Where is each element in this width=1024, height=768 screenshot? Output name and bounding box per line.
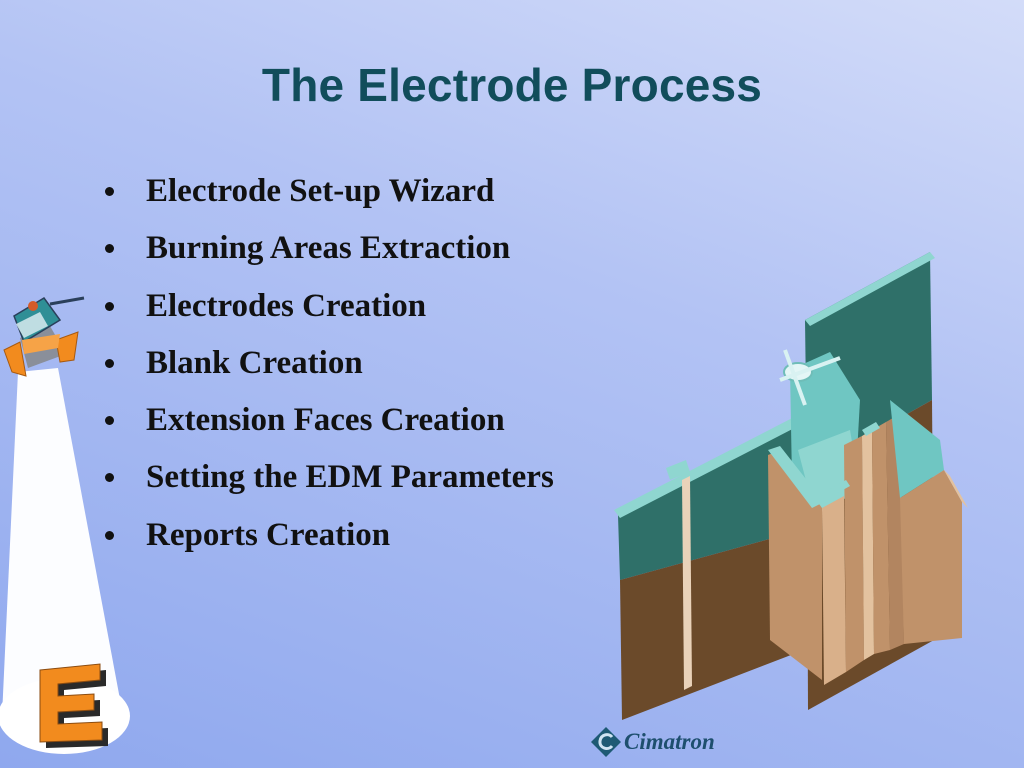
bullet-icon <box>105 358 114 368</box>
bullet-icon <box>105 473 114 483</box>
bullet-text: Reports Creation <box>146 516 391 553</box>
bullet-icon <box>105 301 114 311</box>
bullet-icon <box>105 187 114 196</box>
cimatron-logo-icon <box>591 727 621 757</box>
spotlight-icon <box>0 296 130 754</box>
electrode-model-illustration <box>614 252 968 720</box>
bullet-icon <box>105 244 114 254</box>
bullet-icon <box>105 416 114 426</box>
cimatron-logo-text: Cimatron <box>624 729 715 754</box>
bullet-text: Burning Areas Extraction <box>146 230 511 267</box>
cimatron-logo: Cimatron <box>590 726 750 762</box>
bullet-text: Setting the EDM Parameters <box>146 459 554 496</box>
bullet-text: Electrodes Creation <box>146 287 427 324</box>
bullet-text: Extension Faces Creation <box>146 402 505 439</box>
bullet-text: Blank Creation <box>146 344 363 381</box>
bullet-icon <box>105 530 114 540</box>
letter-e-icon <box>39 663 108 748</box>
slide-title: The Electrode Process <box>261 59 763 111</box>
bullet-text: Electrode Set-up Wizard <box>146 173 495 209</box>
